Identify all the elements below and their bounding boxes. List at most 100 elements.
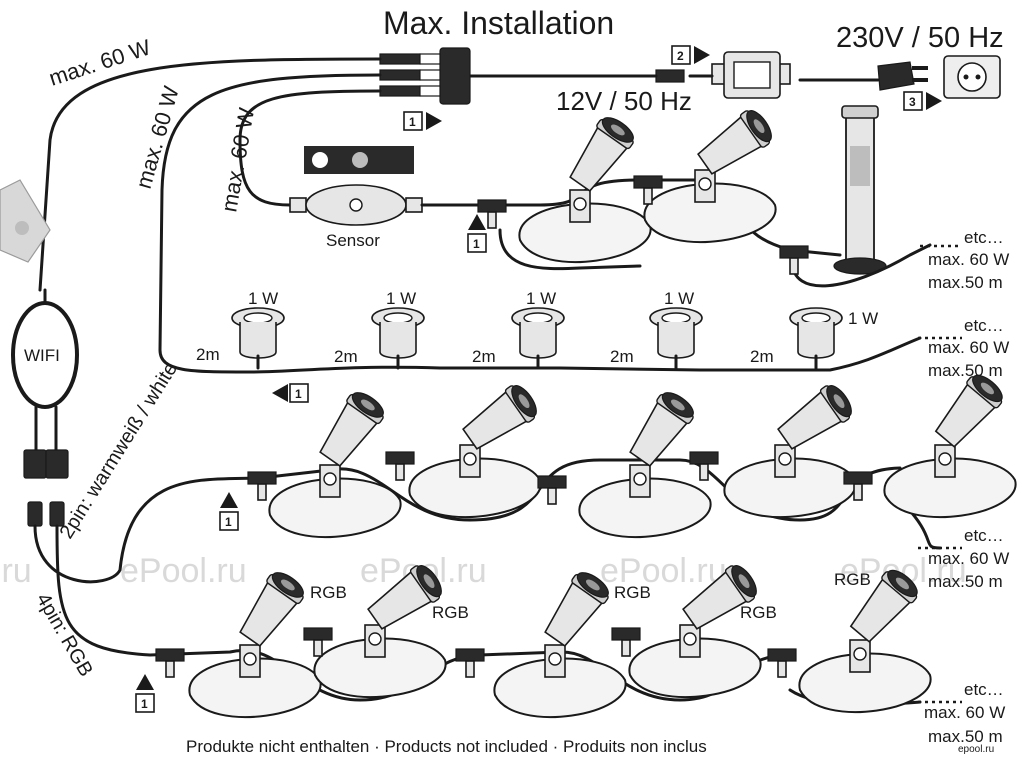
- spotlight-4: [408, 385, 542, 519]
- spotlight-1: [518, 117, 652, 264]
- rgb-label-4: RGB: [740, 603, 777, 622]
- etc-label-row3: etc…: [964, 526, 1004, 545]
- t-connector-10: [303, 627, 333, 657]
- step-number: 1: [225, 515, 232, 529]
- downlights-group: [231, 307, 843, 370]
- step-marker-6: 1: [219, 492, 239, 531]
- wifi-controller: [11, 288, 79, 527]
- step-marker-2: 2: [671, 45, 710, 65]
- wattage-label-2: 1 W: [386, 289, 416, 308]
- feed-wire-c: [238, 89, 382, 207]
- max-watt-row4: max. 60 W: [924, 703, 1005, 722]
- wattage-label-1: 1 W: [248, 289, 278, 308]
- pin2-label: 2pin: warmweiß / white: [56, 358, 182, 542]
- downlight-5: [789, 307, 843, 370]
- spotlight-9: [313, 565, 447, 699]
- etc-label-row4: etc…: [964, 680, 1004, 699]
- feed-label-b: max. 60 W: [131, 83, 184, 191]
- spacing-label-5: 2m: [750, 347, 774, 366]
- max-length-row2: max.50 m: [928, 361, 1003, 380]
- spotlight-11: [628, 565, 762, 699]
- spotlight-8: [188, 572, 322, 719]
- etc-label-row1: etc…: [964, 228, 1004, 247]
- transformer-icon: [711, 51, 791, 99]
- feed-wire-b: [158, 73, 382, 374]
- max-length-row4: max.50 m: [928, 727, 1003, 746]
- mains-plug-icon: [798, 61, 928, 91]
- rgb-label-5: RGB: [834, 570, 871, 589]
- bollard-light: [833, 105, 887, 275]
- spotlight-3: [268, 392, 402, 539]
- max-watt-row3: max. 60 W: [928, 549, 1009, 568]
- max-watt-row1: max. 60 W: [928, 250, 1009, 269]
- t-connector-9: [155, 648, 185, 678]
- t-connector-12: [611, 627, 641, 657]
- step-marker-5: 1: [272, 383, 309, 403]
- spotlight-2: [643, 110, 777, 244]
- spotlight-7: [883, 374, 1017, 519]
- spotlight-12: [798, 569, 932, 714]
- t-connector-13: [767, 648, 797, 678]
- row2-wire: [248, 336, 922, 374]
- step-marker-4: 1: [467, 214, 487, 253]
- wifi-label: WIFI: [24, 346, 60, 365]
- t-connector-4: [247, 471, 277, 501]
- spotlight-5: [578, 392, 712, 539]
- t-connector-1: [477, 199, 507, 229]
- smartphone-icon: [0, 179, 51, 263]
- spacing-label-2: 2m: [334, 347, 358, 366]
- low-voltage-connector: [468, 69, 714, 83]
- t-connector-6: [537, 475, 567, 505]
- watermark-edge: .ru: [0, 552, 32, 590]
- step-number: 1: [141, 697, 148, 711]
- step-number: 1: [409, 115, 416, 129]
- spotlight-6: [723, 385, 857, 519]
- step-number: 1: [295, 387, 302, 401]
- spotlights-group: [155, 110, 1017, 719]
- max-length-row1: max.50 m: [928, 273, 1003, 292]
- downlight-1: [231, 307, 285, 370]
- rgb-label-2: RGB: [432, 603, 469, 622]
- etc-label-row2: etc…: [964, 316, 1004, 335]
- max-length-row3: max.50 m: [928, 572, 1003, 591]
- max-watt-row2: max. 60 W: [928, 338, 1009, 357]
- step-marker-7: 1: [135, 674, 155, 713]
- spacing-label-3: 2m: [472, 347, 496, 366]
- step-marker-1: 1: [403, 111, 442, 131]
- spacing-label-4: 2m: [610, 347, 634, 366]
- step-number: 3: [909, 95, 916, 109]
- mains-voltage-label: 230V / 50 Hz: [836, 22, 1004, 54]
- step-number: 2: [677, 49, 684, 63]
- watermark-corner: epool.ru: [958, 744, 994, 755]
- downlight-3: [511, 307, 565, 370]
- light-sensor: [289, 146, 482, 226]
- wattage-label-3: 1 W: [526, 289, 556, 308]
- pin4-label: 4pin: RGB: [32, 590, 97, 681]
- footer-note: Produkte nicht enthalten · Products not …: [186, 737, 707, 756]
- wattage-label-5: 1 W: [848, 309, 878, 328]
- t-connector-3: [779, 245, 809, 275]
- title: Max. Installation: [383, 5, 614, 41]
- feed-label-c: max. 60 W: [216, 106, 259, 214]
- secondary-voltage-label: 12V / 50 Hz: [556, 86, 692, 116]
- step-marker-3: 3: [903, 91, 942, 111]
- step-number: 1: [473, 237, 480, 251]
- rgb-label-1: RGB: [310, 583, 347, 602]
- t-connector-8: [843, 471, 873, 501]
- watermark-1: ePool.ru: [120, 552, 247, 590]
- t-connector-2: [633, 175, 663, 205]
- sensor-label: Sensor: [326, 231, 380, 250]
- t-connector-5: [385, 451, 415, 481]
- row3-feed: [33, 476, 262, 584]
- wattage-label-4: 1 W: [664, 289, 694, 308]
- feed-wire-a: [38, 57, 382, 292]
- spotlight-10: [493, 572, 627, 719]
- watermark-3: ePool.ru: [600, 552, 727, 590]
- downlight-2: [371, 307, 425, 370]
- wall-socket-icon: [943, 55, 1001, 99]
- spacing-label-1: 2m: [196, 345, 220, 364]
- t-connector-7: [689, 451, 719, 481]
- distributor-block: [379, 47, 471, 105]
